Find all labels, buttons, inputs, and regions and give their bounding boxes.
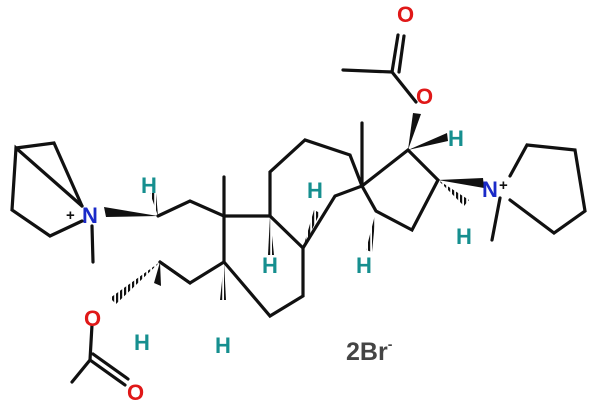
- oxygen-atom-carbonyl-top: O: [397, 2, 414, 27]
- skeleton-bonds: [10, 33, 587, 387]
- hydrogen-atom-c3: H: [134, 330, 150, 355]
- oxygen-atom-ester-3: O: [84, 306, 101, 331]
- hydrogen-labels: H H H H H H H H: [134, 126, 472, 358]
- wedge-bonds: [104, 113, 484, 286]
- hydrogen-atom-c2: H: [141, 173, 157, 198]
- hydrogen-atom-c17: H: [448, 126, 464, 151]
- hydrogen-atom-c14: H: [356, 253, 372, 278]
- hydrogen-atom-c8: H: [307, 178, 323, 203]
- oxygen-atom-ester-17: O: [416, 84, 433, 109]
- nitrogen-atom-right: N: [482, 177, 498, 202]
- counterion-text: 2Br: [346, 338, 388, 366]
- counterion-charge: -: [387, 336, 393, 352]
- nitrogen-atom-left: N: [82, 203, 98, 228]
- counterion-label: 2Br-: [346, 336, 393, 367]
- positive-charge-left: +: [66, 207, 75, 224]
- hashed-bonds: [110, 180, 469, 304]
- atom-labels: O O O O N + N +: [66, 2, 508, 405]
- hydrogen-atom-c9: H: [262, 253, 278, 278]
- hydrogen-atom-c16: H: [456, 224, 472, 249]
- hydrogen-atom-c5: H: [215, 333, 231, 358]
- positive-charge-right: +: [499, 177, 508, 194]
- oxygen-atom-carbonyl-bottom: O: [127, 380, 144, 405]
